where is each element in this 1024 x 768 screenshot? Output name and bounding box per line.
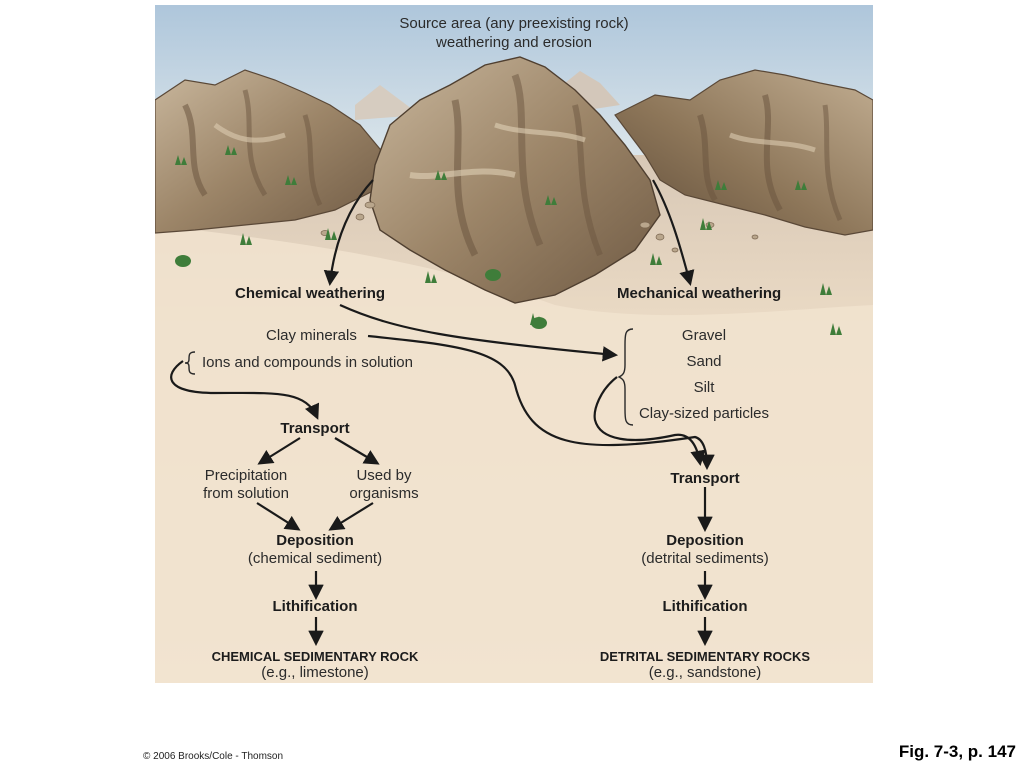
arrow-to-chemical-weathering: [323, 179, 374, 287]
rock-cycle-figure: Source area (any preexisting rock) weath…: [155, 5, 873, 683]
arrow-transport-to-organisms: [334, 437, 380, 465]
chemical-sediment-label: (chemical sediment): [247, 550, 383, 567]
figure-reference: Fig. 7-3, p. 147: [898, 742, 1016, 761]
chemical-transport-label: Transport: [280, 420, 350, 437]
weathering-erosion-label: weathering and erosion: [436, 34, 592, 51]
figure-illustration: [155, 5, 873, 683]
chemical-deposition-label: Deposition: [276, 532, 354, 549]
particle-gravel: Gravel: [681, 327, 727, 344]
arrow-chemical-to-particles: [339, 303, 619, 362]
organisms-label: Used by organisms: [349, 467, 419, 502]
chemical-lithification-label: Lithification: [272, 598, 358, 615]
source-area-label: Source area (any preexisting rock): [399, 15, 629, 32]
mechanical-weathering-label: Mechanical weathering: [617, 285, 782, 302]
arrow-transport-to-precipitation: [257, 437, 301, 465]
detrital-rock-label: DETRITAL SEDIMENTARY ROCKS: [599, 649, 811, 664]
copyright-text: © 2006 Brooks/Cole - Thomson: [143, 751, 284, 762]
precipitation-label: Precipitation from solution: [203, 467, 289, 502]
particle-silt: Silt: [693, 379, 715, 396]
arrow-clay-to-detrital-transport: [367, 334, 715, 471]
particles-brace: [617, 328, 634, 426]
ions-compounds-label: Ions and compounds in solution: [202, 354, 413, 371]
vegetation: [175, 145, 842, 335]
detrital-lithification-label: Lithification: [662, 598, 748, 615]
detrital-rock-example: (e.g., sandstone): [648, 664, 762, 681]
left-mountain: [155, 69, 386, 234]
central-mountain: [369, 56, 661, 304]
arrow-to-mechanical-weathering: [652, 179, 695, 286]
chemical-rock-label: CHEMICAL SEDIMENTARY ROCK: [211, 649, 419, 664]
right-mountain: [614, 69, 873, 236]
arrow-particles-to-transport: [593, 376, 706, 467]
arrow-precipitation-to-deposition: [256, 502, 301, 531]
flow-arrows: [170, 179, 715, 647]
arrow-organisms-to-deposition: [328, 502, 374, 531]
detrital-sediments-label: (detrital sediments): [641, 550, 769, 567]
chemical-weathering-label: Chemical weathering: [235, 285, 386, 302]
braces: [184, 328, 634, 426]
particle-clay-sized: Clay-sized particles: [638, 405, 770, 422]
clay-minerals-label: Clay minerals: [266, 327, 357, 344]
arrow-ions-to-transport: [170, 360, 320, 420]
rubble: [320, 201, 759, 253]
detrital-transport-label: Transport: [670, 470, 740, 487]
detrital-deposition-label: Deposition: [666, 532, 744, 549]
particle-sand: Sand: [686, 353, 722, 370]
chemical-rock-example: (e.g., limestone): [261, 664, 369, 681]
ions-brace: [184, 351, 196, 375]
